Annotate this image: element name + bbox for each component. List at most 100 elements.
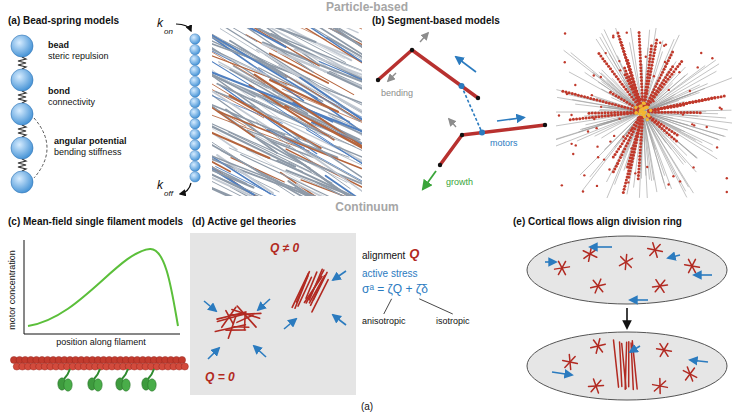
- aster-motor: [627, 75, 630, 78]
- aster-motor: [662, 79, 665, 82]
- gel-box: Q ≠ 0Q = 0: [190, 233, 356, 395]
- aster-motor: [639, 145, 642, 148]
- aster-motor: [637, 96, 640, 99]
- aster-motor: [692, 111, 695, 114]
- aster-filament: [647, 114, 718, 140]
- free-motor: [600, 76, 602, 78]
- aster-motor: [630, 133, 633, 136]
- sim-filament: [341, 63, 362, 86]
- aster-center: [635, 111, 638, 114]
- aster-motor: [640, 119, 643, 122]
- aster-motor: [628, 78, 631, 81]
- free-motor: [597, 156, 599, 158]
- aster-motor: [592, 98, 595, 101]
- aster-motor: [646, 89, 649, 92]
- aster-center: [634, 106, 637, 109]
- aster-motor: [653, 51, 656, 54]
- aster-motor: [669, 68, 672, 71]
- aster-motor: [627, 65, 630, 68]
- aster-filament: [644, 83, 673, 111]
- aster-motor: [626, 73, 629, 76]
- aster-center: [643, 111, 646, 114]
- aster-motor: [695, 111, 698, 114]
- aster-motor: [629, 112, 632, 115]
- aster-motor: [624, 137, 627, 140]
- aster-motor: [660, 74, 663, 77]
- aster-motor: [632, 151, 635, 154]
- bead: [190, 161, 200, 171]
- aster-motor: [610, 111, 613, 114]
- aster-motor: [632, 80, 635, 83]
- aster-motor: [649, 101, 652, 104]
- aster-motor: [648, 60, 651, 63]
- aster-motor: [657, 107, 660, 110]
- aster-motor: [628, 68, 631, 71]
- filament: [226, 329, 246, 331]
- aster-motor: [633, 83, 636, 86]
- aster-filament: [623, 52, 640, 105]
- aster-motor: [637, 129, 640, 132]
- aster-motor: [640, 73, 643, 76]
- aster-motor: [623, 185, 626, 188]
- aster-motor: [635, 135, 638, 138]
- filament: [306, 270, 324, 303]
- aster-motor: [623, 188, 626, 191]
- free-motor: [689, 90, 691, 92]
- aster-motor: [698, 99, 701, 102]
- aster-motor: [616, 32, 619, 35]
- aster-motor: [644, 98, 647, 101]
- aster-motor: [668, 56, 671, 59]
- aster-motor: [634, 141, 637, 144]
- aster-motor: [639, 139, 642, 142]
- actin-aster: [648, 248, 663, 251]
- aster-motor: [643, 95, 646, 98]
- aster-motor: [628, 102, 631, 105]
- aster-motor: [639, 57, 642, 60]
- aster-center: [639, 110, 642, 113]
- aster-filament: [647, 73, 675, 106]
- aster-filament: [644, 40, 663, 110]
- sim-filament: [212, 133, 339, 196]
- aster-motor: [619, 156, 622, 159]
- aster-filament: [643, 117, 648, 198]
- aster-motor: [620, 153, 623, 156]
- aster-motor: [637, 96, 640, 99]
- aster-center: [639, 110, 642, 113]
- motor-arrow: [497, 118, 524, 122]
- aster-motor: [640, 129, 643, 132]
- aster-motor: [639, 148, 642, 151]
- aster-motor: [607, 111, 610, 114]
- aster-motor: [623, 67, 626, 70]
- aster-motor: [589, 97, 592, 100]
- aster-motor: [627, 169, 630, 172]
- rate-subscript: off: [164, 189, 173, 198]
- motor-stalk: [122, 369, 128, 379]
- aster-motor: [607, 65, 610, 68]
- filament: [309, 269, 322, 300]
- aster-motor: [632, 80, 635, 83]
- aster-filament: [606, 113, 642, 198]
- bead: [11, 69, 33, 91]
- sim-filament: [302, 28, 358, 33]
- aster-motor: [627, 62, 630, 65]
- sim-filament: [252, 28, 362, 68]
- aster-motor: [673, 111, 676, 114]
- aster-motor: [609, 67, 612, 70]
- aster-motor: [661, 71, 664, 74]
- division-ring: [628, 342, 630, 387]
- filament: [237, 306, 256, 327]
- aster-filament: [580, 114, 641, 175]
- aster-motor: [701, 99, 704, 102]
- aster-motor: [640, 85, 643, 88]
- aster-motor: [639, 119, 642, 122]
- aster-filament: [647, 118, 694, 193]
- force-label: bending: [381, 88, 413, 98]
- free-motor: [653, 75, 655, 77]
- aster-motor: [704, 98, 707, 101]
- aster-filament: [643, 94, 675, 111]
- aster-motor: [627, 139, 630, 142]
- part-note: connectivity: [48, 97, 95, 107]
- part-name: angular potential: [54, 136, 127, 146]
- aster-motor: [666, 106, 669, 109]
- flow-arrow: [694, 274, 712, 276]
